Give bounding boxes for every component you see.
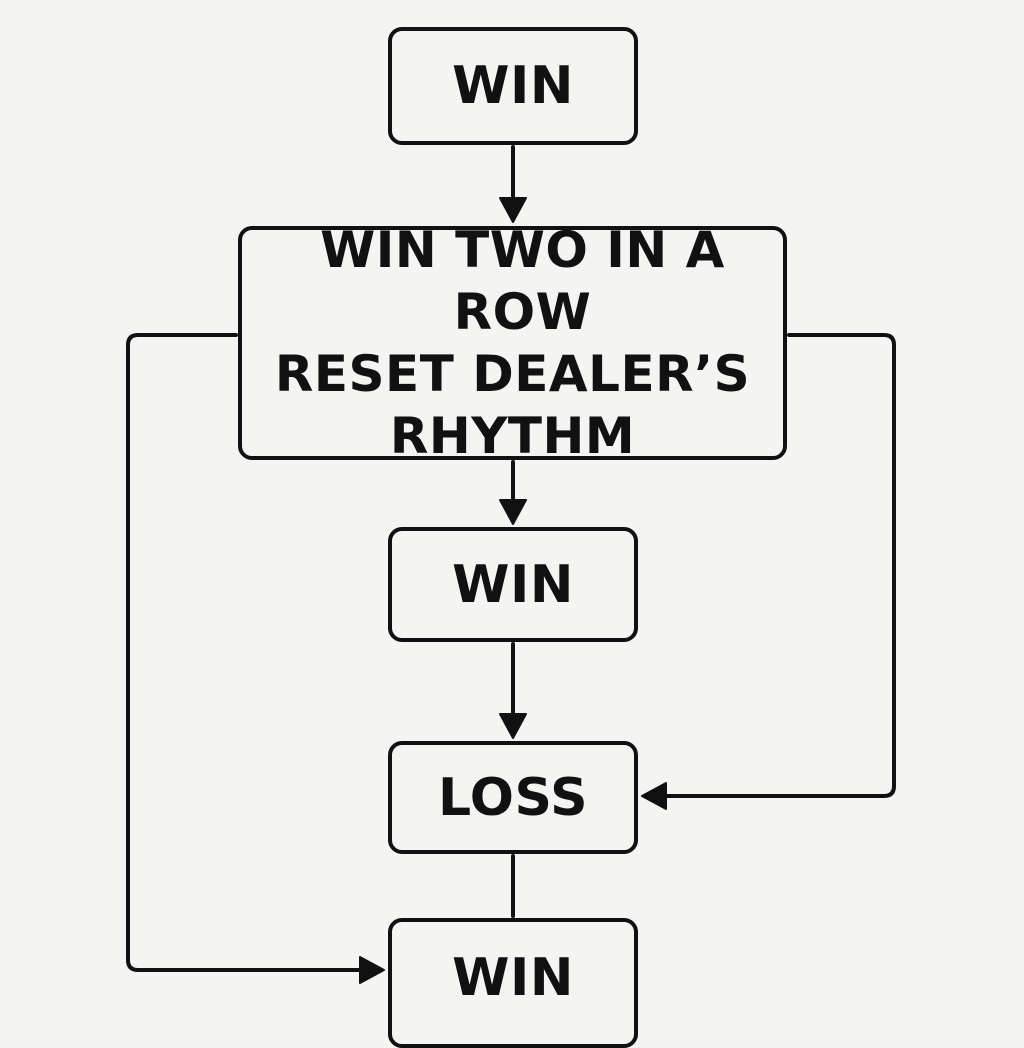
node-reset-dealers-rhythm: WIN TWO IN A ROW RESET DEALER’S RHYTHM: [238, 221, 787, 465]
node-win-bottom: WIN: [388, 918, 638, 1048]
edge-reset-to-loss-arrowhead: [641, 782, 667, 810]
edge-win1-to-reset-arrowhead: [499, 197, 527, 223]
edge-reset-to-win2-arrowhead: [499, 499, 527, 525]
node-label-line: RHYTHM: [389, 407, 636, 465]
edge-reset-to-loss-right: [648, 333, 896, 798]
edge-win2-to-loss-arrowhead: [499, 713, 527, 739]
node-label: WIN: [452, 56, 574, 116]
node-win-middle: WIN: [388, 527, 638, 642]
node-label-line: RESET DEALER’S: [274, 345, 751, 403]
node-loss: LOSS: [388, 741, 638, 854]
node-win-top: WIN: [388, 27, 638, 145]
edge-reset-to-win3-arrowhead: [359, 956, 385, 984]
edge-reset-to-win3-left: [126, 333, 378, 972]
node-label: LOSS: [437, 767, 589, 828]
flowchart-canvas: WIN WIN TWO IN A ROW RESET DEALER’S RHYT…: [126, 27, 896, 1048]
node-label: WIN: [452, 554, 574, 615]
node-label: WIN: [452, 948, 574, 1008]
flowchart-connectors: [126, 145, 896, 984]
node-label-line: WIN TWO IN A ROW: [320, 221, 725, 341]
